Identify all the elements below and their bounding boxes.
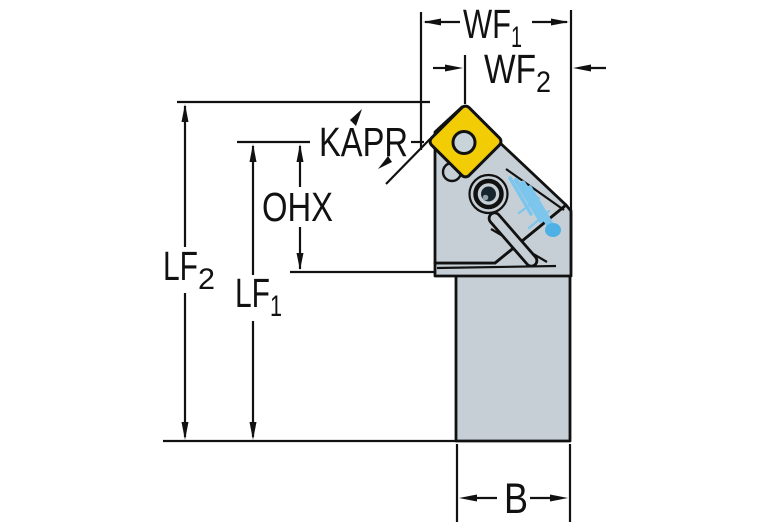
coolant-stroke bbox=[520, 180, 553, 230]
dim-lf2: LF2 bbox=[163, 100, 430, 440]
foot-detail-line bbox=[436, 264, 557, 270]
coolant-cross-stroke bbox=[527, 209, 551, 230]
kapr-edge-angle-line bbox=[385, 138, 431, 185]
b-arrow-left bbox=[459, 494, 477, 502]
kapr-arrow-lower bbox=[378, 156, 392, 169]
ohx-arrow-down bbox=[296, 253, 304, 270]
tool-shank bbox=[454, 273, 572, 443]
coolant-jet bbox=[508, 176, 558, 233]
lf2-arrow-up bbox=[181, 104, 189, 122]
wf1-arrow-right bbox=[551, 18, 569, 26]
label-kapr: KAPR bbox=[319, 119, 408, 165]
shank-body bbox=[454, 273, 572, 443]
dim-b: B bbox=[455, 444, 572, 523]
dim-ohx: OHX bbox=[262, 144, 436, 274]
clamp-screw bbox=[468, 173, 509, 215]
label-lf2: LF2 bbox=[163, 243, 215, 296]
lf1-arrow-up bbox=[249, 144, 257, 162]
insert-hole bbox=[451, 130, 477, 155]
coolant-drop bbox=[545, 223, 561, 237]
label-ohx: OHX bbox=[262, 184, 333, 230]
b-arrow-right bbox=[550, 494, 568, 502]
screw-ring bbox=[473, 178, 504, 210]
label-wf1: WF1 bbox=[463, 1, 522, 54]
lf1-arrow-down bbox=[249, 422, 257, 440]
coolant-cross-stroke bbox=[517, 196, 541, 215]
wf1-arrow-left bbox=[423, 18, 441, 26]
dim-lf1: LF1 bbox=[235, 140, 310, 440]
label-b: B bbox=[504, 475, 528, 523]
label-lf1: LF1 bbox=[235, 270, 282, 323]
tool-head bbox=[433, 105, 573, 278]
clamp-face-upper-edge bbox=[505, 168, 565, 211]
clamp-lever bbox=[487, 211, 539, 268]
cutting-insert bbox=[428, 104, 503, 183]
wf2-arrow-left bbox=[445, 64, 463, 72]
screw-socket bbox=[481, 186, 496, 202]
coolant-stroke bbox=[508, 176, 533, 216]
kapr-arrow-upper bbox=[350, 109, 362, 126]
coolant-stroke bbox=[513, 177, 544, 224]
screw-highlight bbox=[482, 194, 489, 201]
ohx-arrow-up bbox=[296, 144, 304, 162]
label-wf2: WF2 bbox=[484, 46, 551, 99]
dim-wf1: WF1 bbox=[419, 1, 573, 270]
dim-kapr: KAPR bbox=[319, 109, 431, 185]
lf2-arrow-down bbox=[181, 422, 189, 440]
wf2-arrow-right bbox=[573, 64, 591, 72]
dim-wf2: WF2 bbox=[433, 46, 606, 104]
